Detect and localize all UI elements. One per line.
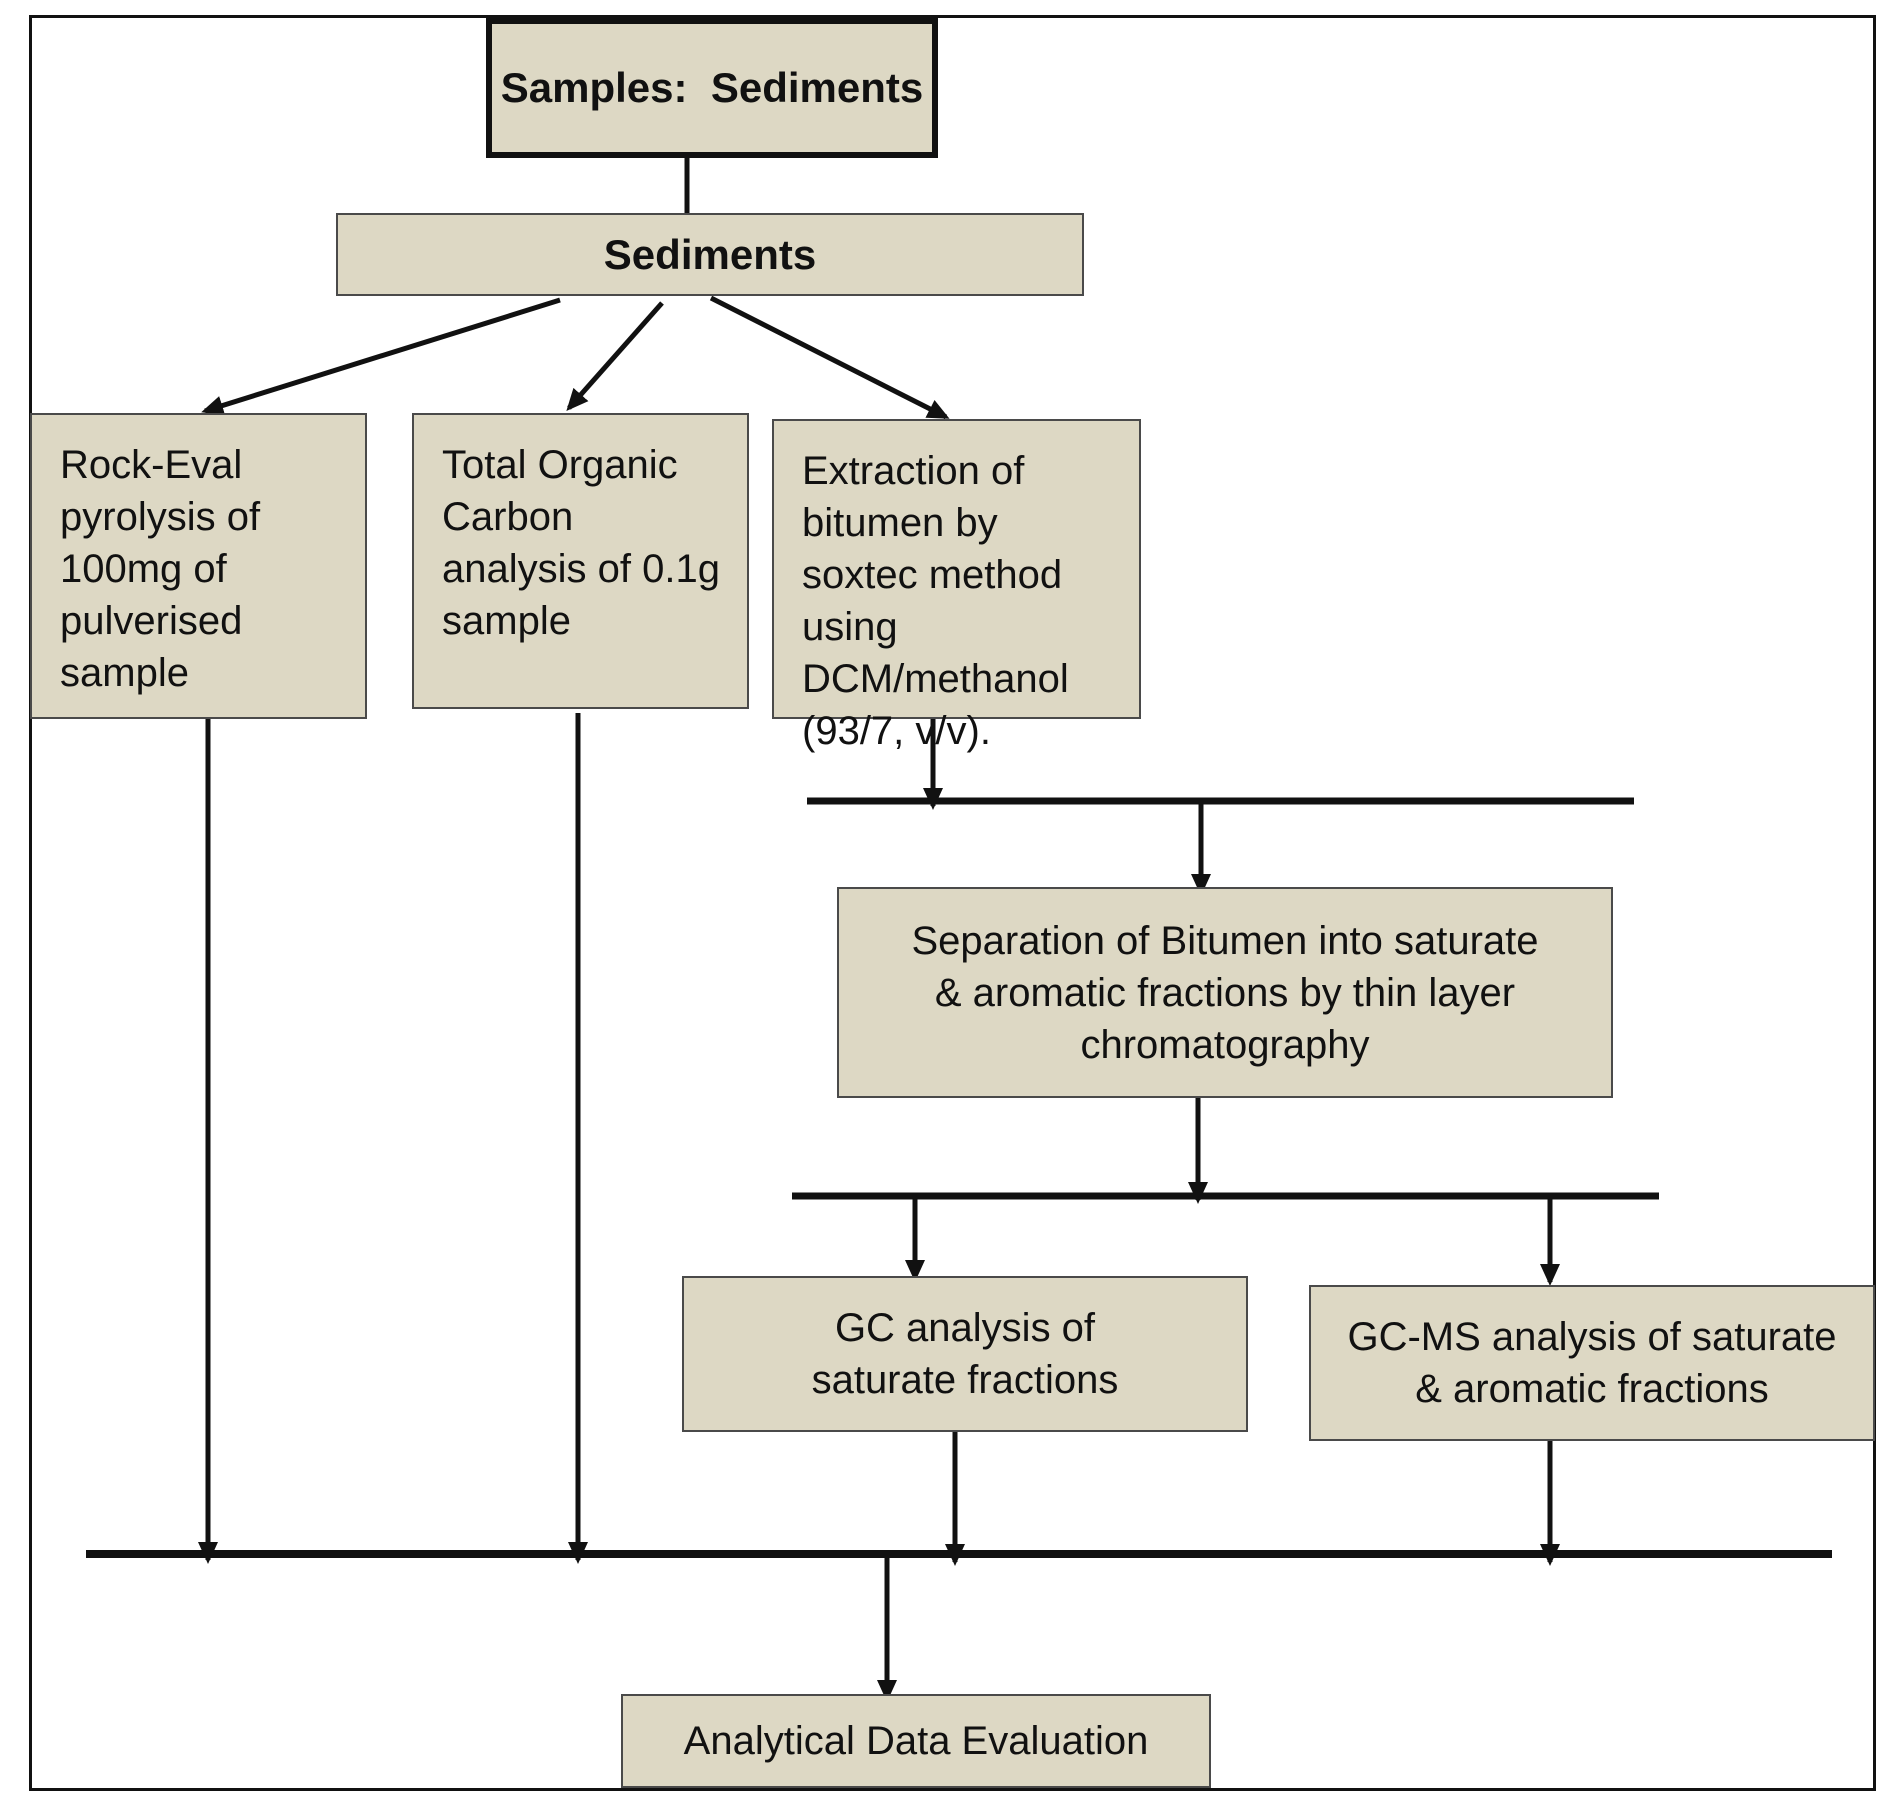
node-extraction: Extraction of bitumen by soxtec method u… — [772, 419, 1141, 753]
node-rockeval: Rock-Eval pyrolysis of 100mg of pulveris… — [30, 413, 367, 719]
node-rockeval-label: Rock-Eval pyrolysis of 100mg of pulveris… — [60, 443, 261, 695]
node-extraction-label: Extraction of bitumen by soxtec method u… — [802, 449, 1069, 753]
node-samples-label: Samples: Sediments — [500, 64, 924, 111]
node-evaluation: Analytical Data Evaluation — [621, 1694, 1211, 1788]
node-sediments-label: Sediments — [603, 230, 817, 278]
diagram-frame — [29, 15, 1876, 1791]
edge-sediments-extraction — [709, 295, 950, 420]
node-evaluation-label: Analytical Data Evaluation — [683, 1719, 1149, 1763]
node-toc-label: Total Organic Carbon analysis of 0.1g sa… — [442, 443, 720, 643]
node-separation-label: Separation of Bitumen into saturate & ar… — [911, 918, 1539, 1067]
edge-sediments-toc — [566, 301, 664, 411]
edge-sediments-rockeval — [201, 297, 561, 416]
node-sediments: Sediments — [336, 213, 1084, 296]
node-toc: Total Organic Carbon analysis of 0.1g sa… — [412, 413, 749, 709]
node-gc-label: GC analysis of saturate fractions — [811, 1306, 1119, 1402]
node-gcms-label: GC-MS analysis of saturate & aromatic fr… — [1347, 1315, 1837, 1411]
node-samples: Samples: Sediments — [486, 18, 938, 158]
node-gcms: GC-MS analysis of saturate & aromatic fr… — [1309, 1285, 1875, 1441]
node-separation: Separation of Bitumen into saturate & ar… — [837, 887, 1613, 1098]
node-gc: GC analysis of saturate fractions — [682, 1276, 1248, 1432]
